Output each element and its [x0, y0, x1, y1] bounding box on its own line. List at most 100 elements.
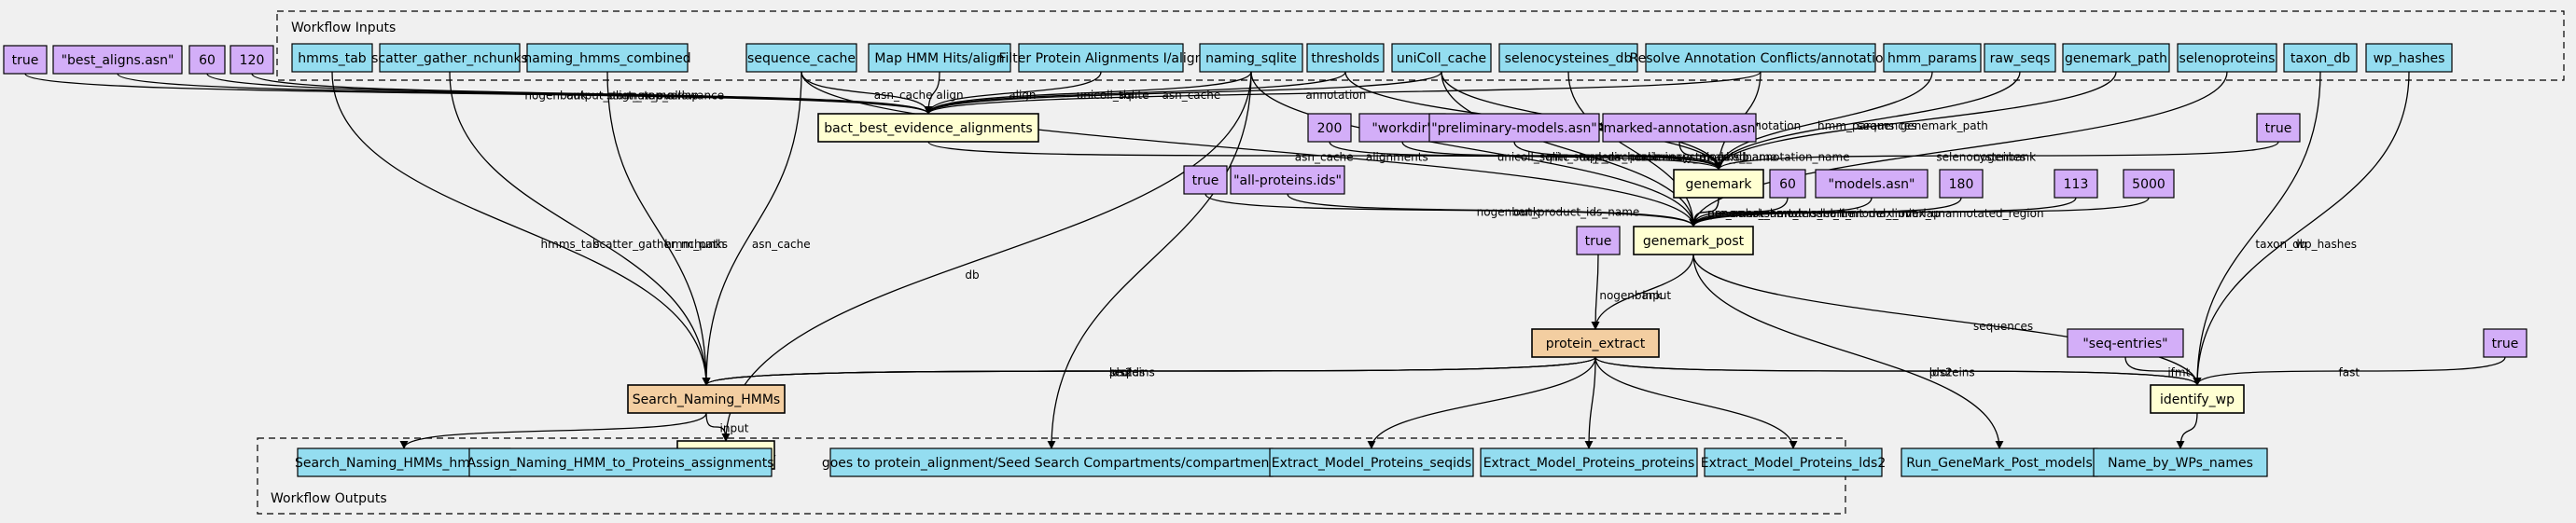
edge-protein_extract-to-o_proteins: [1584, 356, 1596, 449]
edge-lit_true4-to-protein_extract: [1591, 254, 1600, 330]
step-node-genemark[interactable]: genemark: [1673, 169, 1764, 199]
edge-unicoll_cache-to-genemark_post: [1441, 71, 1698, 227]
literal-node-lit_120[interactable]: 120: [230, 45, 274, 75]
literal-node-lit_seqentries[interactable]: "seq-entries": [2067, 328, 2184, 358]
step-box: [1633, 226, 1754, 255]
input-node-thresholds[interactable]: thresholds: [1306, 43, 1385, 73]
output-label: Assign_Naming_HMM_to_Proteins_assignment…: [467, 456, 774, 471]
literal-node-lit_200[interactable]: 200: [1307, 113, 1352, 143]
literal-node-lit_60b[interactable]: 60: [1769, 169, 1806, 199]
input-node-unicoll_cache[interactable]: uniColl_cache: [1391, 43, 1492, 73]
input-node-genemark_path[interactable]: genemark_path: [2062, 43, 2170, 73]
input-node-taxon_db[interactable]: taxon_db: [2283, 43, 2358, 73]
input-node-resolve[interactable]: Resolve Annotation Conflicts/annotation: [1630, 43, 1892, 73]
edge-label: asn_cache: [874, 89, 933, 102]
input-box: [1199, 43, 1303, 73]
edge-label: input: [720, 422, 749, 435]
edge-label: asn_cache: [1583, 150, 1642, 163]
input-node-hmm_params[interactable]: hmm_params: [1883, 43, 1982, 73]
input-label: selenoproteins: [2179, 51, 2276, 66]
input-node-naming_hmms_combined[interactable]: naming_hmms_combined: [523, 43, 691, 73]
literal-label: true: [1585, 234, 1612, 249]
literal-node-lit_best[interactable]: "best_aligns.asn": [52, 45, 183, 75]
input-node-wp_hashes[interactable]: wp_hashes: [2365, 43, 2453, 73]
literal-node-lit_true4[interactable]: true: [1576, 226, 1621, 255]
edge-wp_hashes-to-identify_wp: [2193, 71, 2410, 386]
input-box: [526, 43, 689, 73]
edge-sequence_cache-to-bact: [801, 71, 933, 115]
input-node-selenocysteines_db[interactable]: selenocysteines_db: [1498, 43, 1638, 73]
output-node-o_runmodels[interactable]: Run_GeneMark_Post_models: [1901, 447, 2098, 477]
output-box: [1704, 447, 1883, 477]
input-node-map_hmm[interactable]: Map HMM Hits/align: [868, 43, 1011, 73]
edge-label: proteins: [1929, 366, 1975, 379]
literal-node-lit_180[interactable]: 180: [1939, 169, 1984, 199]
step-box: [627, 384, 786, 414]
edge-label: hmms_tab: [541, 238, 600, 251]
literal-label: true: [1192, 173, 1219, 188]
edge-label: seqids: [1109, 366, 1145, 379]
literal-node-lit_60a[interactable]: 60: [188, 45, 226, 75]
input-label: taxon_db: [2291, 51, 2350, 66]
edge-label: scatter_gather_nchunks: [593, 238, 728, 251]
literal-node-lit_true3[interactable]: true: [1183, 165, 1228, 195]
output-node-o_proteins[interactable]: Extract_Model_Proteins_proteins: [1480, 447, 1698, 477]
step-node-search_naming[interactable]: Search_Naming_HMMs: [627, 384, 786, 414]
step-box: [1531, 328, 1660, 358]
literal-label: "best_aligns.asn": [62, 53, 174, 68]
literal-node-lit_models[interactable]: "models.asn": [1815, 169, 1929, 199]
edges-layer: nogenbankoutput_align_namestart_stop_all…: [24, 71, 2506, 465]
literal-node-lit_allprot[interactable]: "all-proteins.ids": [1230, 165, 1345, 195]
literal-box: [230, 45, 274, 75]
step-node-protein_extract[interactable]: protein_extract: [1531, 328, 1660, 358]
literal-node-lit_5000[interactable]: 5000: [2123, 169, 2175, 199]
literal-node-lit_workdir[interactable]: "workdir": [1358, 113, 1446, 143]
output-node-o_assign[interactable]: Assign_Naming_HMM_to_Proteins_assignment…: [467, 447, 774, 477]
input-node-scatter_gather_nchunks[interactable]: scatter_gather_nchunks: [371, 43, 528, 73]
step-box: [1673, 169, 1764, 199]
input-node-naming_sqlite[interactable]: naming_sqlite: [1199, 43, 1303, 73]
input-node-hmms_tab[interactable]: hmms_tab: [291, 43, 373, 73]
literal-label: 60: [1779, 177, 1796, 192]
output-node-o_seqids[interactable]: Extract_Model_Proteins_seqids: [1269, 447, 1474, 477]
edge-lit_prelim-to-genemark: [1513, 141, 1723, 171]
literal-node-lit_true1[interactable]: true: [3, 45, 48, 75]
literal-node-lit_true2[interactable]: true: [2256, 113, 2301, 143]
edge-scatter_gather_nchunks-to-search_naming: [449, 71, 711, 386]
edge-label: annotation: [1305, 89, 1366, 102]
literal-box: [2054, 169, 2098, 199]
literal-node-lit_marked[interactable]: "marked-annotation.asn": [1597, 113, 1761, 143]
step-label: identify_wp: [2160, 392, 2235, 407]
literal-box: [1576, 226, 1621, 255]
output-node-o_names[interactable]: Name_by_WPs_names: [2093, 447, 2268, 477]
input-node-filter_align[interactable]: Filter Protein Alignments I/align: [998, 43, 1204, 73]
input-box: [1984, 43, 2056, 73]
literal-node-lit_113[interactable]: 113: [2054, 169, 2098, 199]
literal-label: "seq-entries": [2082, 337, 2167, 351]
edge-label: out_product_ids_name: [1513, 205, 1639, 218]
step-node-bact[interactable]: bact_best_evidence_alignments: [817, 113, 1039, 143]
edge-label: nogenbank: [1973, 151, 2036, 164]
step-node-identify_wp[interactable]: identify_wp: [2150, 384, 2245, 414]
input-label: naming_sqlite: [1205, 51, 1297, 66]
literal-node-lit_true5[interactable]: true: [2483, 328, 2527, 358]
output-label: Extract_Model_Proteins_seqids: [1272, 456, 1471, 471]
input-node-selenoproteins[interactable]: selenoproteins: [2177, 43, 2277, 73]
literal-node-lit_prelim[interactable]: "preliminary-models.asn": [1428, 113, 1600, 143]
output-label: Extract_Model_Proteins_proteins: [1483, 456, 1695, 471]
edge-label: marked_annotation_name: [1704, 151, 1849, 164]
edge-label: db: [965, 268, 979, 282]
literal-label: "all-proteins.ids": [1233, 173, 1342, 188]
literal-box: [1602, 113, 1757, 143]
input-node-sequence_cache[interactable]: sequence_cache: [745, 43, 857, 73]
literal-box: [2483, 328, 2527, 358]
edge-lit_true5-to-identify_wp: [2193, 356, 2506, 386]
edge-search_naming-to-assign_hmm: [705, 412, 731, 442]
output-node-o_compart[interactable]: goes to protein_alignment/Seed Search Co…: [822, 447, 1281, 477]
step-node-genemark_post[interactable]: genemark_post: [1633, 226, 1754, 255]
edge-label: output_align_name: [566, 89, 674, 103]
edge-label: sequences: [1973, 320, 2033, 333]
input-node-raw_seqs[interactable]: raw_seqs: [1984, 43, 2056, 73]
output-node-o_lds2[interactable]: Extract_Model_Proteins_lds2: [1701, 447, 1887, 477]
edge-naming_sqlite-to-o_compart: [1047, 71, 1252, 449]
